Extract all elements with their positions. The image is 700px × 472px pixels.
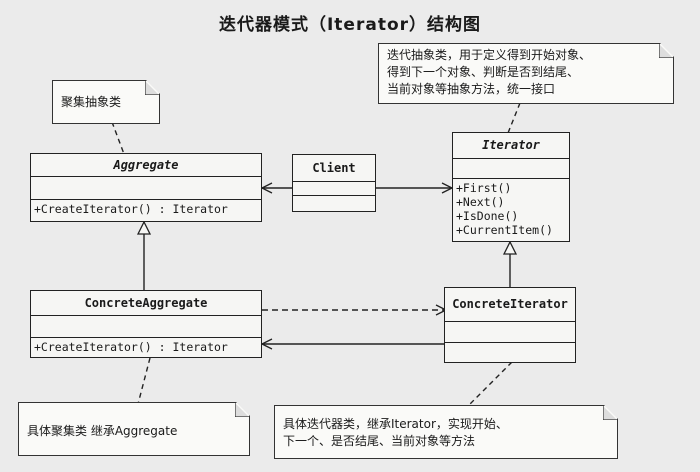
note-iterator-line-2: 得到下一个对象、判断是否到结尾、 <box>387 65 580 79</box>
note-anchor-aggregate <box>111 121 125 155</box>
class-concrete-aggregate-operations: +CreateIterator() : Iterator <box>31 338 261 356</box>
class-aggregate-attributes <box>31 177 261 200</box>
class-aggregate-name: Aggregate <box>31 154 261 177</box>
class-iterator: Iterator +First() +Next() +IsDone() +Cur… <box>452 132 570 242</box>
note-aggregate-text: 聚集抽象类 <box>61 95 122 109</box>
class-concrete-iterator-attributes <box>445 322 575 343</box>
class-iterator-op-isdone: +IsDone() <box>456 209 519 223</box>
note-aggregate: 聚集抽象类 <box>52 80 160 124</box>
note-concrete-aggregate-text: 具体聚集类 继承Aggregate <box>27 424 178 438</box>
class-aggregate-operations: +CreateIterator() : Iterator <box>31 200 261 218</box>
note-concrete-aggregate: 具体聚集类 继承Aggregate <box>18 402 250 456</box>
note-anchor-iterator <box>507 102 521 134</box>
class-iterator-op-next: +Next() <box>456 195 505 209</box>
class-concrete-aggregate-op: +CreateIterator() : Iterator <box>34 340 228 354</box>
class-concrete-iterator-name: ConcreteIterator <box>445 288 575 322</box>
class-concrete-aggregate: ConcreteAggregate +CreateIterator() : It… <box>30 290 262 358</box>
class-aggregate-op: +CreateIterator() : Iterator <box>34 202 228 216</box>
class-concrete-aggregate-name: ConcreteAggregate <box>31 291 261 316</box>
note-iterator-line-3: 当前对象等抽象方法，统一接口 <box>387 82 556 96</box>
note-concrete-iterator: 具体迭代器类，继承Iterator，实现开始、 下一个、是否结尾、当前对象等方法 <box>274 405 618 459</box>
class-concrete-iterator: ConcreteIterator <box>444 287 576 363</box>
note-anchor-concrete-aggregate <box>137 357 151 405</box>
note-concrete-iterator-line-2: 下一个、是否结尾、当前对象等方法 <box>283 434 476 448</box>
class-client: Client <box>292 154 376 212</box>
class-client-name: Client <box>293 155 375 182</box>
diagram-title: 迭代器模式（Iterator）结构图 <box>218 15 482 35</box>
class-iterator-op-currentitem: +CurrentItem() <box>456 223 553 237</box>
note-iterator-line-1: 迭代抽象类，用于定义得到开始对象、 <box>387 48 592 62</box>
class-iterator-attributes <box>453 159 569 179</box>
class-iterator-op-first: +First() <box>456 181 512 195</box>
class-iterator-operations: +First() +Next() +IsDone() +CurrentItem(… <box>453 179 569 239</box>
note-iterator: 迭代抽象类，用于定义得到开始对象、 得到下一个对象、判断是否到结尾、 当前对象等… <box>378 43 674 104</box>
note-concrete-iterator-line-1: 具体迭代器类，继承Iterator，实现开始、 <box>283 417 508 431</box>
class-client-attributes <box>293 182 375 196</box>
note-anchor-concrete-iterator <box>465 361 513 409</box>
class-concrete-aggregate-attributes <box>31 316 261 338</box>
class-iterator-name: Iterator <box>453 133 569 159</box>
class-aggregate: Aggregate +CreateIterator() : Iterator <box>30 153 262 222</box>
